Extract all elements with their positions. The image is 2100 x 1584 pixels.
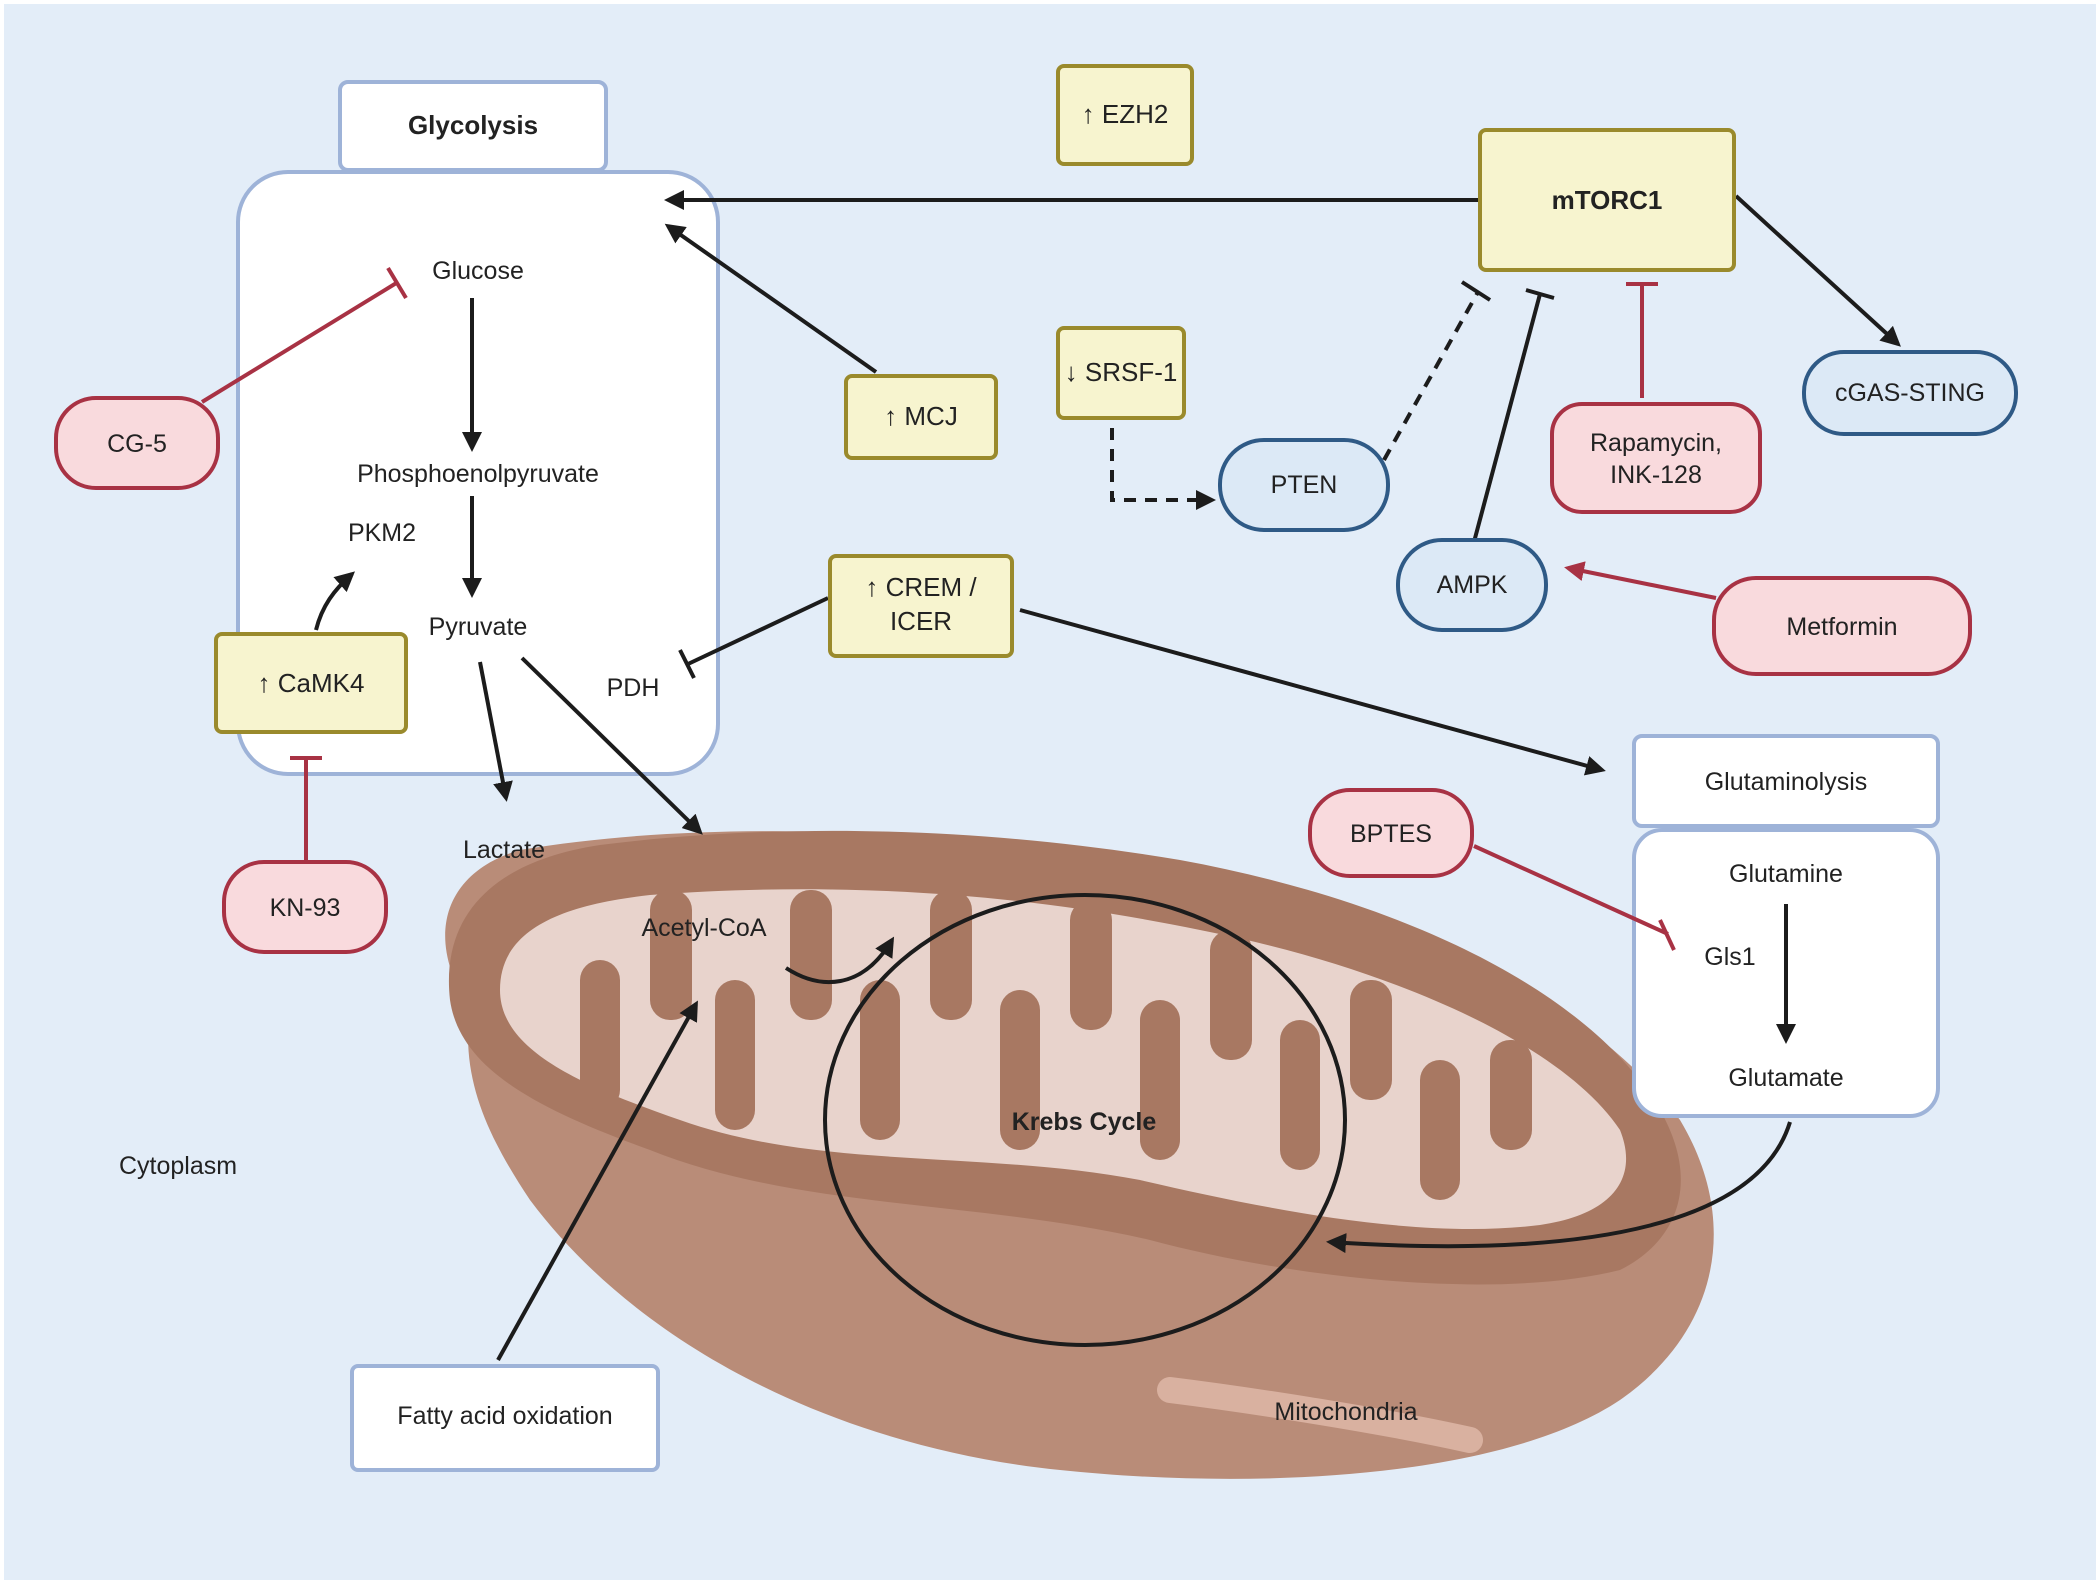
srsf1-label: ↓ SRSF-1 — [1065, 357, 1178, 387]
gls1-label: Gls1 — [1704, 943, 1755, 971]
kn93-label: KN-93 — [270, 894, 341, 922]
glycolysis-title: Glycolysis — [408, 110, 538, 140]
glycolysis-title-box — [338, 80, 608, 172]
ezh2-label: ↑ EZH2 — [1082, 99, 1169, 129]
crem-label-line2: ICER — [890, 606, 952, 636]
rapamycin-label-line2: INK-128 — [1610, 461, 1702, 489]
pkm2-label: PKM2 — [348, 519, 416, 547]
metformin-label: Metformin — [1786, 613, 1897, 641]
glutamine-label: Glutamine — [1729, 860, 1843, 888]
inhibitor-pills — [54, 396, 1972, 954]
acetyl-coa-label: Acetyl-CoA — [641, 914, 766, 942]
ampk-label: AMPK — [1437, 571, 1508, 599]
fatty-acid-oxidation-box — [350, 1364, 660, 1472]
lactate-label: Lactate — [463, 836, 545, 864]
signaling-pills — [1218, 350, 2018, 632]
inhibition-lines — [200, 266, 1676, 951]
krebs-cycle-circle — [823, 893, 1347, 1347]
glutaminolysis-title-box — [1632, 734, 1940, 828]
mcj-label: ↑ MCJ — [884, 401, 958, 431]
activation-arrows — [314, 190, 1901, 1361]
regulator-boxes — [214, 64, 1736, 734]
crem-label-line1: ↑ CREM / — [865, 572, 977, 602]
dashed-arrows — [1110, 291, 1480, 510]
mitochondria-label: Mitochondria — [1274, 1398, 1417, 1426]
glucose-label: Glucose — [432, 257, 524, 285]
glutaminolysis-title: Glutaminolysis — [1705, 768, 1868, 796]
pten-label: PTEN — [1271, 471, 1338, 499]
pep-label: Phosphoenolpyruvate — [357, 460, 599, 488]
cytoplasm-label: Cytoplasm — [119, 1152, 237, 1180]
pdh-label: PDH — [607, 674, 660, 702]
cgas-sting-label: cGAS-STING — [1835, 379, 1985, 407]
rapamycin-label-line1: Rapamycin, — [1590, 429, 1722, 457]
fatty-acid-oxidation-label: Fatty acid oxidation — [397, 1402, 612, 1430]
pyruvate-label: Pyruvate — [429, 613, 528, 641]
ampk-mtorc1-inhibit — [1472, 293, 1542, 543]
mtorc1-label: mTORC1 — [1552, 185, 1663, 215]
krebs-cycle-label: Krebs Cycle — [1012, 1108, 1157, 1136]
pten-inhibit-bar — [1460, 280, 1492, 302]
bptes-label: BPTES — [1350, 820, 1432, 848]
mitochondria-shape — [445, 830, 1714, 1479]
camk4-label: ↑ CaMK4 — [258, 668, 365, 698]
metformin-arrow — [1564, 561, 1717, 600]
crem-pdh-inhibit — [687, 596, 829, 666]
cg5-label: CG-5 — [107, 430, 167, 458]
glutamate-label: Glutamate — [1728, 1064, 1843, 1092]
